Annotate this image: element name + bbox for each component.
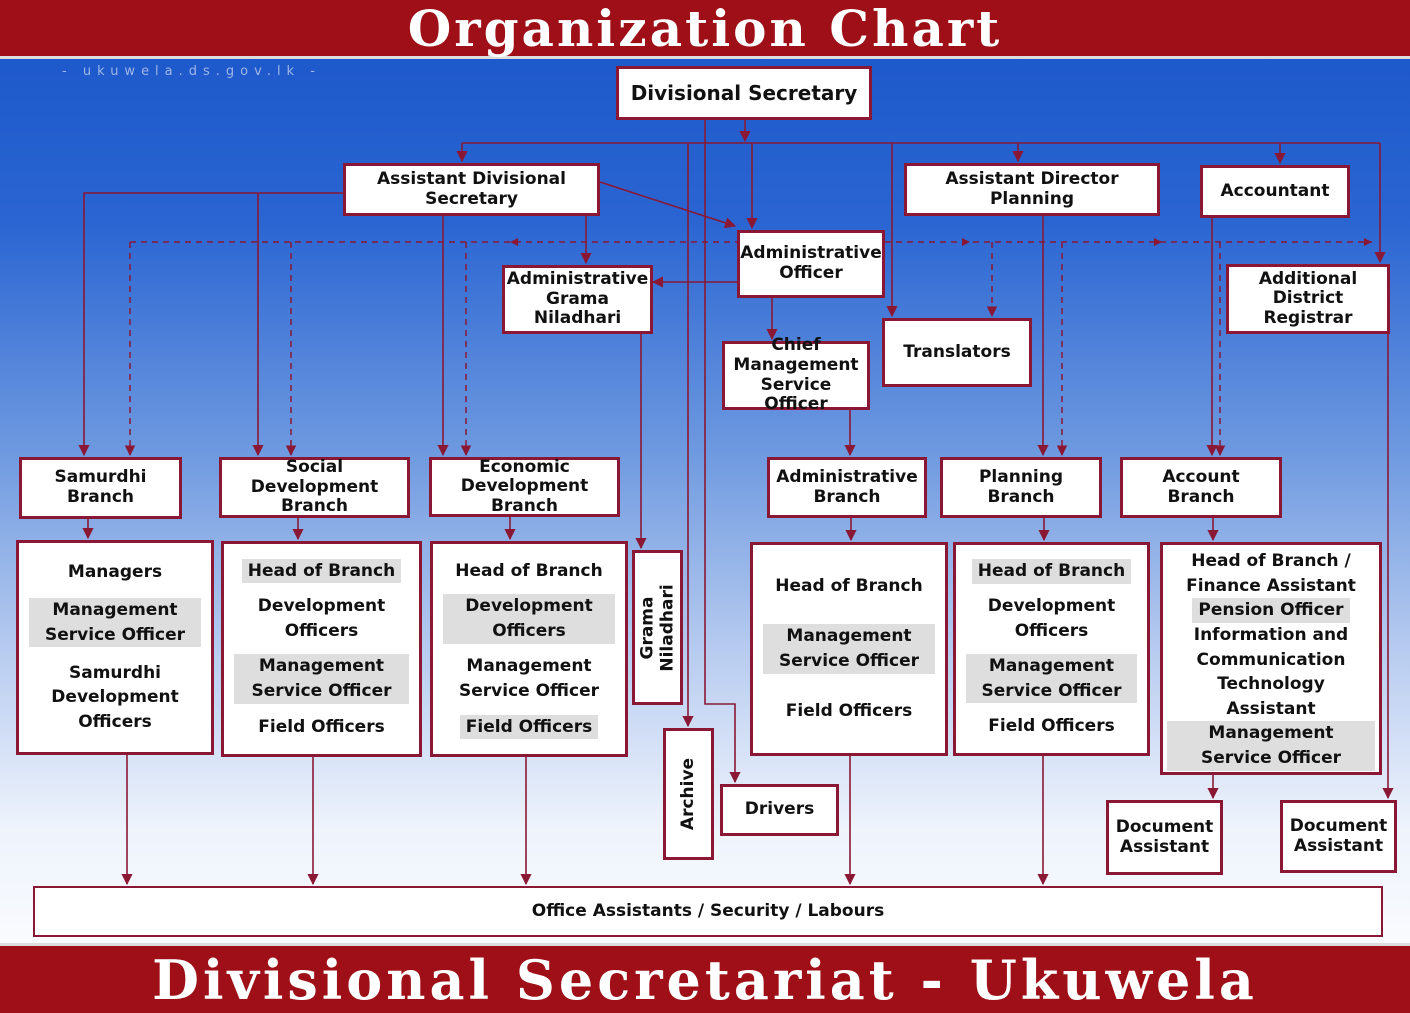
staff-item: Field Officers <box>459 714 599 740</box>
watermark: - ukuwela.ds.gov.lk - <box>62 64 321 79</box>
drivers-box: Drivers <box>720 784 839 836</box>
staff-item: Development Officers <box>257 596 386 641</box>
node-label: Administrative Grama Niladhari <box>506 269 649 329</box>
staff-item: Development Officers <box>443 594 615 644</box>
node-label: Additional District Registrar <box>1258 268 1358 328</box>
arrowhead <box>962 238 970 246</box>
node-label: Assistant Director Planning <box>945 168 1119 209</box>
node-label: Chief Management Service Officer <box>733 335 859 415</box>
staff-item: Management Service Officer <box>966 654 1137 704</box>
accountant-box: Accountant <box>1200 165 1350 218</box>
node-label: Document Assistant <box>1289 815 1388 856</box>
administrative-grama-niladhari-box: Administrative Grama Niladhari <box>502 265 653 334</box>
grama-niladhari-box: Grama Niladhari <box>632 550 683 705</box>
node-label: Grama Niladhari <box>636 583 677 672</box>
assistant-director-planning-box: Assistant Director Planning <box>904 163 1160 216</box>
connector <box>78 192 345 457</box>
footer-title: Divisional Secretariat - Ukuwela <box>152 947 1258 1012</box>
node-label: Administrative Branch <box>776 466 918 507</box>
staff-item: Management Service Officer <box>1167 721 1375 771</box>
node-label: Accountant <box>1220 180 1330 201</box>
document-assistant-box-1: Document Assistant <box>1106 800 1223 875</box>
archive-box: Archive <box>663 728 714 860</box>
document-assistant-box-2: Document Assistant <box>1280 800 1397 873</box>
account-staff-box: Head of Branch / Finance Assistant Pensi… <box>1160 542 1382 775</box>
staff-item: Management Service Officer <box>763 624 935 674</box>
staff-item: Pension Officer <box>1192 598 1350 623</box>
staff-item: Head of Branch <box>775 576 923 597</box>
footer-banner: Divisional Secretariat - Ukuwela <box>0 943 1410 1013</box>
divisional-secretary-box: Divisional Secretary <box>616 66 872 120</box>
staff-item: Management Service Officer <box>459 656 599 702</box>
connector <box>704 120 741 784</box>
translators-box: Translators <box>882 318 1032 387</box>
administrative-staff-box: Head of Branch Management Service Office… <box>750 542 948 756</box>
node-label: Assistant Divisional Secretary <box>377 168 566 209</box>
staff-item: Samurdhi Development Officers <box>51 662 179 733</box>
planning-branch-box: Planning Branch <box>940 457 1102 518</box>
additional-district-registrar-box: Additional District Registrar <box>1226 264 1390 334</box>
chart-title: Organization Chart <box>407 0 1003 58</box>
node-label: Translators <box>903 341 1011 362</box>
economic-staff-box: Head of Branch Development Officers Mana… <box>430 541 628 757</box>
node-label: Archive <box>677 757 698 831</box>
node-label: Social Development Branch <box>250 457 379 517</box>
staff-item: Field Officers <box>258 716 385 737</box>
staff-item: Head of Branch / Finance Assistant <box>1186 551 1356 596</box>
office-assistants-box: Office Assistants / Security / Labours <box>33 886 1383 937</box>
staff-item: Field Officers <box>988 715 1115 736</box>
economic-development-branch-box: Economic Development Branch <box>429 457 620 517</box>
staff-item: Information and Communication Technology… <box>1193 624 1349 719</box>
staff-item: Head of Branch <box>241 558 402 584</box>
samurdhi-staff-box: Managers Management Service Officer Samu… <box>16 540 214 755</box>
connector <box>599 181 737 229</box>
node-label: Document Assistant <box>1115 816 1214 857</box>
arrowhead <box>1154 238 1162 246</box>
staff-item: Management Service Officer <box>29 598 201 648</box>
node-label: Planning Branch <box>978 466 1064 507</box>
samurdhi-branch-box: Samurdhi Branch <box>19 457 182 519</box>
staff-item: Management Service Officer <box>234 654 409 704</box>
node-label: Account Branch <box>1162 466 1240 507</box>
node-label: Economic Development Branch <box>460 456 589 516</box>
header-banner: Organization Chart <box>0 0 1410 59</box>
chief-management-service-officer-box: Chief Management Service Officer <box>722 336 870 414</box>
staff-item: Head of Branch <box>455 560 603 581</box>
social-development-branch-box: Social Development Branch <box>219 457 410 518</box>
staff-item: Development Officers <box>987 596 1116 642</box>
node-label: Administrative Officer <box>740 243 882 283</box>
administrative-branch-box: Administrative Branch <box>767 457 927 518</box>
staff-item: Head of Branch <box>971 559 1132 585</box>
administrative-officer-box: Administrative Officer <box>737 230 885 298</box>
account-branch-box: Account Branch <box>1120 457 1282 518</box>
assistant-divisional-secretary-box: Assistant Divisional Secretary <box>343 163 600 216</box>
planning-staff-box: Head of Branch Development Officers Mana… <box>953 542 1150 756</box>
social-staff-box: Head of Branch Development Officers Mana… <box>221 541 422 757</box>
node-label: Drivers <box>744 799 815 820</box>
arrowhead <box>1364 238 1372 246</box>
node-label: Office Assistants / Security / Labours <box>531 900 885 921</box>
node-label: Samurdhi Branch <box>54 467 147 507</box>
node-label: Divisional Secretary <box>630 80 858 105</box>
staff-item: Managers <box>67 562 163 583</box>
staff-item: Field Officers <box>785 701 913 721</box>
arrowhead <box>510 238 518 246</box>
